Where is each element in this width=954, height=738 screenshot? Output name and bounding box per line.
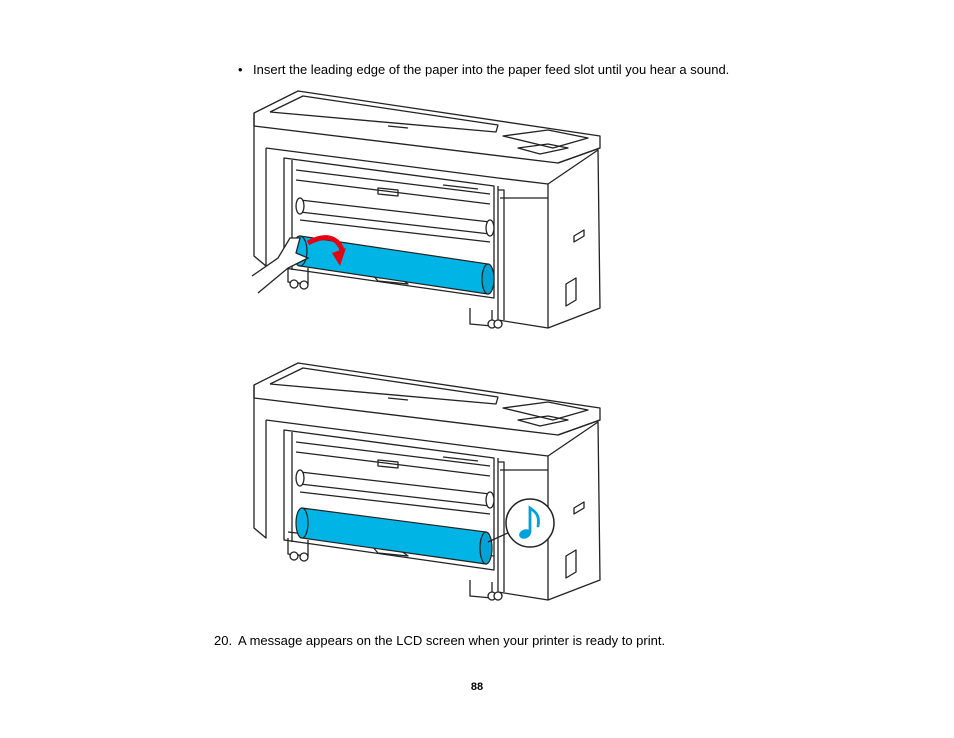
printer-illustration-loaded <box>248 360 608 605</box>
hand-shape <box>251 237 310 294</box>
music-note-icon <box>519 505 540 539</box>
step-number: 20. <box>214 633 233 648</box>
bullet-text: Insert the leading edge of the paper int… <box>253 62 730 77</box>
paper-roll-blue <box>292 235 495 295</box>
bullet-instruction: • Insert the leading edge of the paper in… <box>238 62 729 78</box>
paper-roll-blue <box>295 507 493 565</box>
printer-illustration-insert <box>248 88 608 333</box>
step-instruction: 20. A message appears on the LCD screen w… <box>214 633 665 649</box>
step-text: A message appears on the LCD screen when… <box>238 633 666 648</box>
arrow-down-icon <box>306 235 346 266</box>
bullet-marker: • <box>238 62 243 77</box>
page-number: 88 <box>470 681 484 693</box>
